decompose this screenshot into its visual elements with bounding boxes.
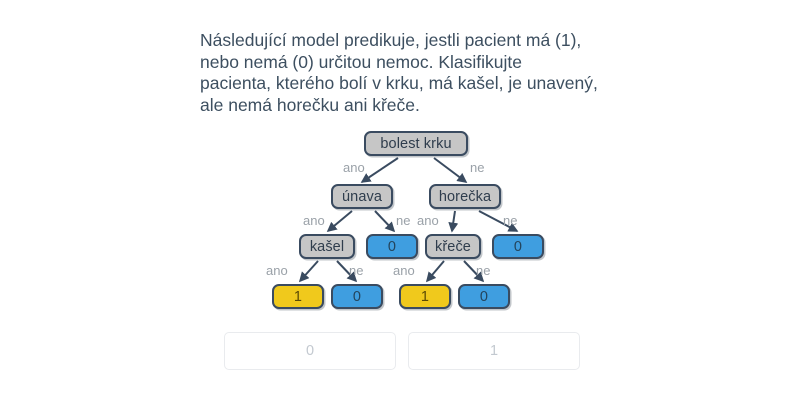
tree-node-root: bolest krku bbox=[364, 131, 468, 156]
tree-node-leaf-1-b: 1 bbox=[399, 284, 451, 309]
tree-edge-horecka-to-leaf-0-b bbox=[478, 210, 519, 232]
tree-node-leaf-0-d: 0 bbox=[458, 284, 510, 309]
edge-label-krece-ne: ne bbox=[476, 263, 491, 278]
tree-edge-kasel-to-leaf-1-a bbox=[298, 260, 319, 283]
tree-node-leaf-0-c: 0 bbox=[331, 284, 383, 309]
edge-label-unava-ne: ne bbox=[396, 213, 411, 228]
tree-edge-unava-to-leaf-0-a bbox=[374, 210, 396, 233]
tree-edge-root-to-unava bbox=[360, 157, 399, 183]
tree-node-horecka: horečka bbox=[429, 184, 501, 209]
edge-label-krece-ano: ano bbox=[393, 263, 415, 278]
edge-label-kasel-ne: ne bbox=[349, 263, 364, 278]
tree-edge-krece-to-leaf-1-b bbox=[425, 260, 445, 283]
tree-node-leaf-1-a: 1 bbox=[272, 284, 324, 309]
edge-label-horecka-ano: ano bbox=[417, 213, 439, 228]
edge-label-horecka-ne: ne bbox=[503, 213, 518, 228]
option-1-button[interactable]: 1 bbox=[408, 332, 580, 370]
tree-edge-horecka-to-krece bbox=[448, 210, 459, 233]
tree-node-krece: křeče bbox=[425, 234, 481, 259]
question-prompt: Následující model predikuje, jestli paci… bbox=[200, 30, 598, 115]
tree-edge-root-to-horecka bbox=[433, 157, 468, 183]
edge-label-root-ne: ne bbox=[470, 160, 485, 175]
tree-node-unava: únava bbox=[331, 184, 393, 209]
tree-edge-kasel-to-leaf-0-c bbox=[336, 260, 358, 283]
option-0-button[interactable]: 0 bbox=[224, 332, 396, 370]
edge-label-kasel-ano: ano bbox=[266, 263, 288, 278]
tree-node-kasel: kašel bbox=[299, 234, 355, 259]
tree-edge-unava-to-kasel bbox=[326, 210, 353, 233]
edge-label-unava-ano: ano bbox=[303, 213, 325, 228]
tree-node-leaf-0-a: 0 bbox=[366, 234, 418, 259]
tree-node-leaf-0-b: 0 bbox=[492, 234, 544, 259]
tree-edge-krece-to-leaf-0-d bbox=[463, 260, 485, 283]
edge-label-root-ano: ano bbox=[343, 160, 365, 175]
